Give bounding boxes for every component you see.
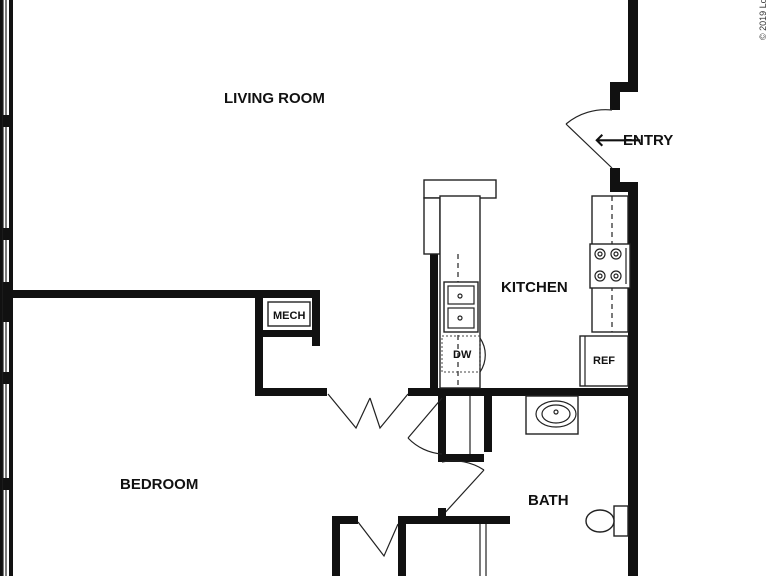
kitchen-bath-wall: [408, 254, 638, 462]
right-exterior-wall: [610, 0, 638, 576]
hall-closet-door[interactable]: [407, 396, 471, 455]
refrigerator: REF: [579, 335, 629, 387]
mech-closet: MECH: [255, 290, 327, 396]
entry-label: ENTRY: [623, 132, 673, 149]
entry-door[interactable]: [565, 109, 613, 169]
bath-vanity-sink: [525, 395, 579, 435]
stove: [589, 243, 631, 289]
entry-marker: 🡐 ENTRY: [594, 130, 673, 150]
bedroom-closet-doors[interactable]: [327, 393, 409, 430]
kitchen-label: KITCHEN: [501, 279, 568, 296]
lower-closet-wall: [332, 508, 510, 576]
bath-door[interactable]: [441, 460, 485, 517]
lower-closet-door[interactable]: [357, 521, 399, 558]
toilet: [585, 505, 629, 537]
dishwasher-label: DW: [453, 349, 472, 361]
mech-label: MECH: [273, 310, 305, 322]
bedroom-top-wall: [10, 290, 320, 346]
dishwasher: DW: [441, 335, 486, 373]
kitchen-sink: [443, 281, 479, 333]
living-room-label: LIVING ROOM: [224, 90, 325, 107]
mech-unit: [267, 301, 311, 327]
refrigerator-label: REF: [593, 355, 615, 367]
copyright-text: © 2019 Lo: [758, 0, 768, 40]
left-window-wall: [0, 0, 13, 576]
bedroom-label: BEDROOM: [120, 476, 198, 493]
bath-label: BATH: [528, 492, 569, 509]
entry-arrow-icon: 🡐: [594, 130, 642, 150]
